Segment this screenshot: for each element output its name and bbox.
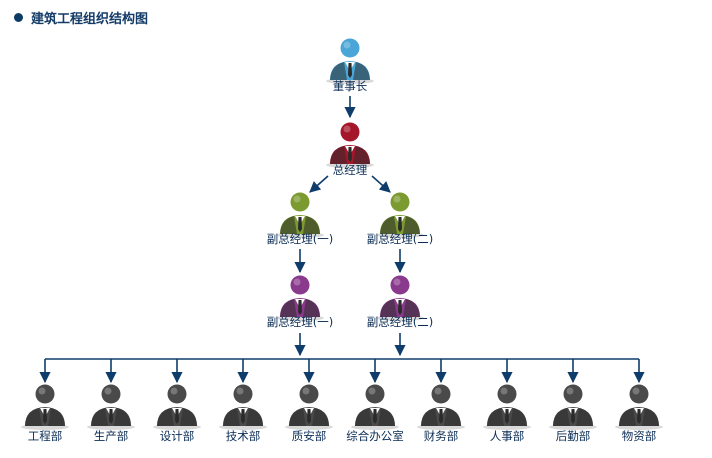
department-node-6-label: 综合办公室 <box>346 429 404 443</box>
person-icon <box>87 384 135 430</box>
person-icon <box>376 275 424 321</box>
person-icon <box>285 384 333 430</box>
arrow-gm-to-deputy-2 <box>371 175 391 193</box>
department-node-7: 财务部 <box>417 384 465 443</box>
department-node-1: 工程部 <box>21 384 69 443</box>
deputy-l1-node-2-label: 副总经理(二) <box>367 232 433 246</box>
person-icon <box>483 384 531 430</box>
department-node-4-label: 技术部 <box>226 429 261 443</box>
page-title: 建筑工程组织结构图 <box>31 11 149 27</box>
deputy-l2-node-1: 副总经理(一) <box>267 275 333 329</box>
deputy-l2-node-1-label: 副总经理(一) <box>267 315 333 329</box>
person-icon <box>549 384 597 430</box>
chairman-node-label: 董事长 <box>333 79 368 93</box>
connectors <box>39 96 645 384</box>
department-node-9-label: 后勤部 <box>556 429 591 443</box>
department-node-3-label: 设计部 <box>160 429 195 443</box>
general-manager-node-label: 总经理 <box>333 163 368 177</box>
arrow-gm-to-deputy-1 <box>309 175 329 193</box>
department-node-1-label: 工程部 <box>28 429 63 443</box>
department-node-4: 技术部 <box>219 384 267 443</box>
person-icon <box>276 192 324 238</box>
department-node-9: 后勤部 <box>549 384 597 443</box>
bullet-icon <box>14 12 23 22</box>
deputy-l1-node-1-label: 副总经理(一) <box>267 232 333 246</box>
department-node-8: 人事部 <box>483 384 531 443</box>
department-node-2: 生产部 <box>87 384 135 443</box>
person-icon <box>326 122 374 168</box>
department-node-2-label: 生产部 <box>94 429 129 443</box>
deputy-l2-node-2: 副总经理(二) <box>367 275 433 329</box>
deputy-l2-node-2-label: 副总经理(二) <box>367 315 433 329</box>
person-icon <box>21 384 69 430</box>
person-icon <box>376 192 424 238</box>
deputy-l1-node-2: 副总经理(二) <box>367 192 433 246</box>
department-node-6: 综合办公室 <box>346 384 404 443</box>
department-node-10: 物资部 <box>615 384 663 443</box>
department-node-7-label: 财务部 <box>424 429 459 443</box>
person-icon <box>417 384 465 430</box>
person-icon <box>153 384 201 430</box>
department-node-5: 质安部 <box>285 384 333 443</box>
person-icon <box>351 384 399 430</box>
person-icon <box>326 38 374 84</box>
department-node-3: 设计部 <box>153 384 201 443</box>
general-manager-node: 总经理 <box>326 122 374 177</box>
person-icon <box>219 384 267 430</box>
person-icon <box>276 275 324 321</box>
person-icon <box>615 384 663 430</box>
deputy-l1-node-1: 副总经理(一) <box>267 192 333 246</box>
page-header: 建筑工程组织结构图 <box>14 8 149 27</box>
chairman-node: 董事长 <box>326 38 374 93</box>
department-node-8-label: 人事部 <box>490 429 525 443</box>
department-node-5-label: 质安部 <box>292 429 327 443</box>
department-node-10-label: 物资部 <box>622 429 657 443</box>
